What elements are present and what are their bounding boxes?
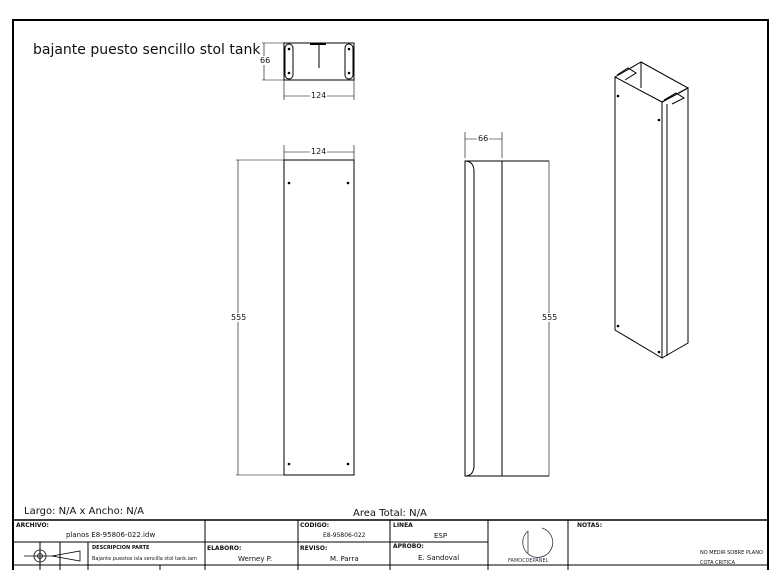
- aprobo-label: APROBO:: [393, 543, 424, 550]
- note-no-medir: NO MEDIR SOBRE PLANO: [700, 550, 763, 556]
- front-view: [236, 145, 355, 476]
- archivo-value: planos E8-95806-022.idw: [66, 531, 156, 539]
- elaboro-label: ELABORO:: [207, 545, 242, 552]
- company-logo-text: FAMOCDEPANEL: [508, 558, 549, 564]
- linea-label: LINEA: [393, 522, 413, 529]
- dim-front-width: 124: [310, 147, 328, 156]
- largo-ancho: Largo: N/A x Ancho: N/A: [24, 506, 144, 517]
- linea-value: ESP: [434, 532, 448, 540]
- projection-symbol-icon: [24, 549, 81, 563]
- descripcion-value: Bajante puestos isla sencilla stol tank.…: [92, 556, 198, 562]
- notas-label: NOTAS:: [577, 522, 603, 529]
- area-total: Area Total: N/A: [353, 508, 427, 519]
- dim-side-width: 66: [477, 134, 490, 143]
- codigo-label: CODIGO:: [300, 522, 330, 529]
- dim-side-height: 555: [541, 313, 559, 322]
- reviso-label: REVISO:: [300, 545, 328, 552]
- title-block: [13, 519, 768, 570]
- codigo-value: E8-95806-022: [323, 532, 366, 539]
- aprobo-value: E. Sandoval: [418, 554, 460, 562]
- dim-top-width: 124: [310, 91, 328, 100]
- isometric-view: [613, 61, 690, 359]
- dim-front-height: 555: [230, 313, 248, 322]
- dim-top-height: 66: [259, 56, 272, 65]
- top-view: [262, 42, 355, 100]
- drawing-title: bajante puesto sencillo stol tank: [33, 42, 261, 58]
- note-cota-critica: COTA CRITICA: [700, 560, 735, 566]
- sheet-frame: [12, 19, 769, 570]
- company-logo: [522, 527, 554, 558]
- descripcion-label: DESCRIPCION PARTE: [92, 545, 150, 551]
- archivo-label: ARCHIVO:: [16, 522, 49, 529]
- reviso-value: M. Parra: [330, 555, 359, 563]
- side-view: [464, 132, 550, 477]
- elaboro-value: Werney P.: [238, 555, 273, 563]
